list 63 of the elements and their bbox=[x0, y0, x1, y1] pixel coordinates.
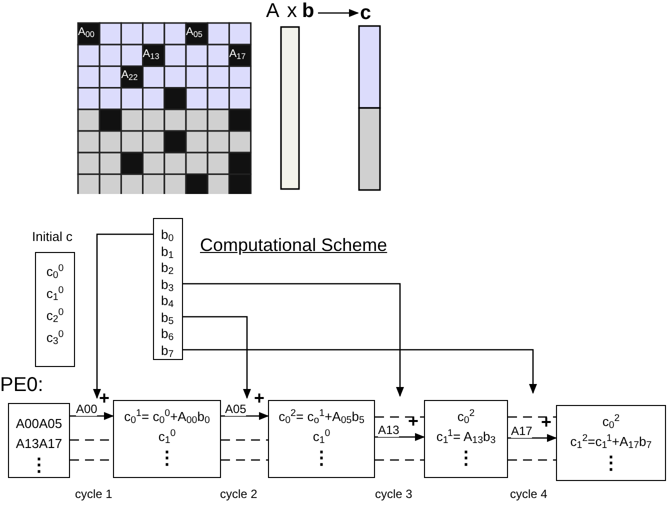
arrow bbox=[375, 433, 425, 441]
vector-entry: b$_{5}$ bbox=[154, 310, 182, 326]
vector-symbol: b bbox=[302, 0, 314, 22]
arrow bbox=[70, 412, 114, 420]
cycle-label: cycle 1 bbox=[75, 487, 112, 501]
cycle-label: cycle 3 bbox=[375, 487, 412, 501]
matrix-entry-label: A$_{17}$ bbox=[229, 48, 246, 61]
plus-sign: + bbox=[541, 413, 552, 431]
equation: A13A17 bbox=[16, 435, 62, 453]
arrow bbox=[183, 316, 251, 399]
vector-entry: b$_{4}$ bbox=[154, 293, 182, 310]
ellipsis: ⋮ bbox=[30, 454, 48, 476]
vector-entry: b$_{6}$ bbox=[154, 326, 182, 342]
cycle-label: cycle 2 bbox=[220, 487, 258, 501]
arrow bbox=[183, 283, 404, 397]
equation: c$_{0}$$^{1}$= c$_{0}$$^{0}$+A$_{00}$b$_{0}$ bbox=[124, 407, 210, 427]
vector-entry: b$_{1}$ bbox=[154, 244, 182, 260]
matrix-entry-label: A$_{22}$ bbox=[121, 69, 138, 82]
arrow bbox=[93, 234, 153, 399]
connector-line bbox=[508, 459, 556, 461]
vector-entry: b$_{3}$ bbox=[154, 276, 182, 293]
vector-symbol: c bbox=[360, 2, 372, 24]
plus-sign: + bbox=[99, 389, 110, 407]
connector-line bbox=[508, 416, 556, 418]
arrow bbox=[318, 9, 359, 17]
plus-sign: + bbox=[254, 389, 265, 407]
equation: c$_{0}$$^{2}$= c$_{o}$$^{1}$+A$_{05}$b$_{5}$ bbox=[278, 407, 364, 427]
vector-entry: b$_{0}$ bbox=[154, 227, 182, 244]
matrix-entry-label: A$_{00}$ bbox=[78, 26, 95, 39]
ellipsis: ⋮ bbox=[602, 452, 620, 474]
edge-label: A05 bbox=[225, 402, 246, 416]
cycle-box bbox=[113, 400, 221, 478]
arrow bbox=[508, 434, 557, 442]
cycle-label: cycle 4 bbox=[510, 487, 548, 501]
processing-element-box bbox=[8, 403, 70, 478]
operator-label: x bbox=[287, 0, 297, 22]
arrow bbox=[221, 412, 269, 420]
vector-entry: b$_{2}$ bbox=[154, 260, 182, 276]
ellipsis: ⋮ bbox=[457, 447, 475, 469]
diagram-title: Computational Scheme bbox=[200, 234, 388, 257]
equation: c$_{1}$$^{1}$= A$_{13}$b$_{3}$ bbox=[436, 427, 496, 447]
vector-entry: b$_{7}$ bbox=[154, 342, 182, 359]
box-heading: Initial c bbox=[32, 228, 72, 246]
matrix-entry-label: A$_{13}$ bbox=[142, 48, 160, 61]
row-label: PE0: bbox=[0, 374, 44, 396]
vector-box bbox=[153, 218, 183, 360]
cycle-box bbox=[424, 400, 508, 478]
edge-label: A13 bbox=[378, 423, 400, 437]
connector-line bbox=[221, 459, 268, 461]
operator-label: A bbox=[266, 0, 280, 22]
edge-label: A17 bbox=[511, 424, 532, 438]
cycle-box bbox=[268, 400, 375, 478]
connector-line bbox=[375, 416, 424, 418]
equation: A00A05 bbox=[16, 415, 62, 433]
ellipsis: ⋮ bbox=[158, 447, 176, 469]
arrow bbox=[183, 349, 537, 394]
cycle-box bbox=[556, 405, 666, 481]
ellipsis: ⋮ bbox=[312, 447, 330, 469]
connector-line bbox=[375, 459, 424, 461]
equation: c$_{1}$$^{2}$=c$_{1}$$^{1}$+A$_{17}$b$_{7}$ bbox=[570, 432, 652, 452]
connector-line bbox=[221, 439, 268, 441]
edge-label: A00 bbox=[76, 402, 98, 416]
matrix-entry-label: A$_{05}$ bbox=[186, 26, 203, 39]
